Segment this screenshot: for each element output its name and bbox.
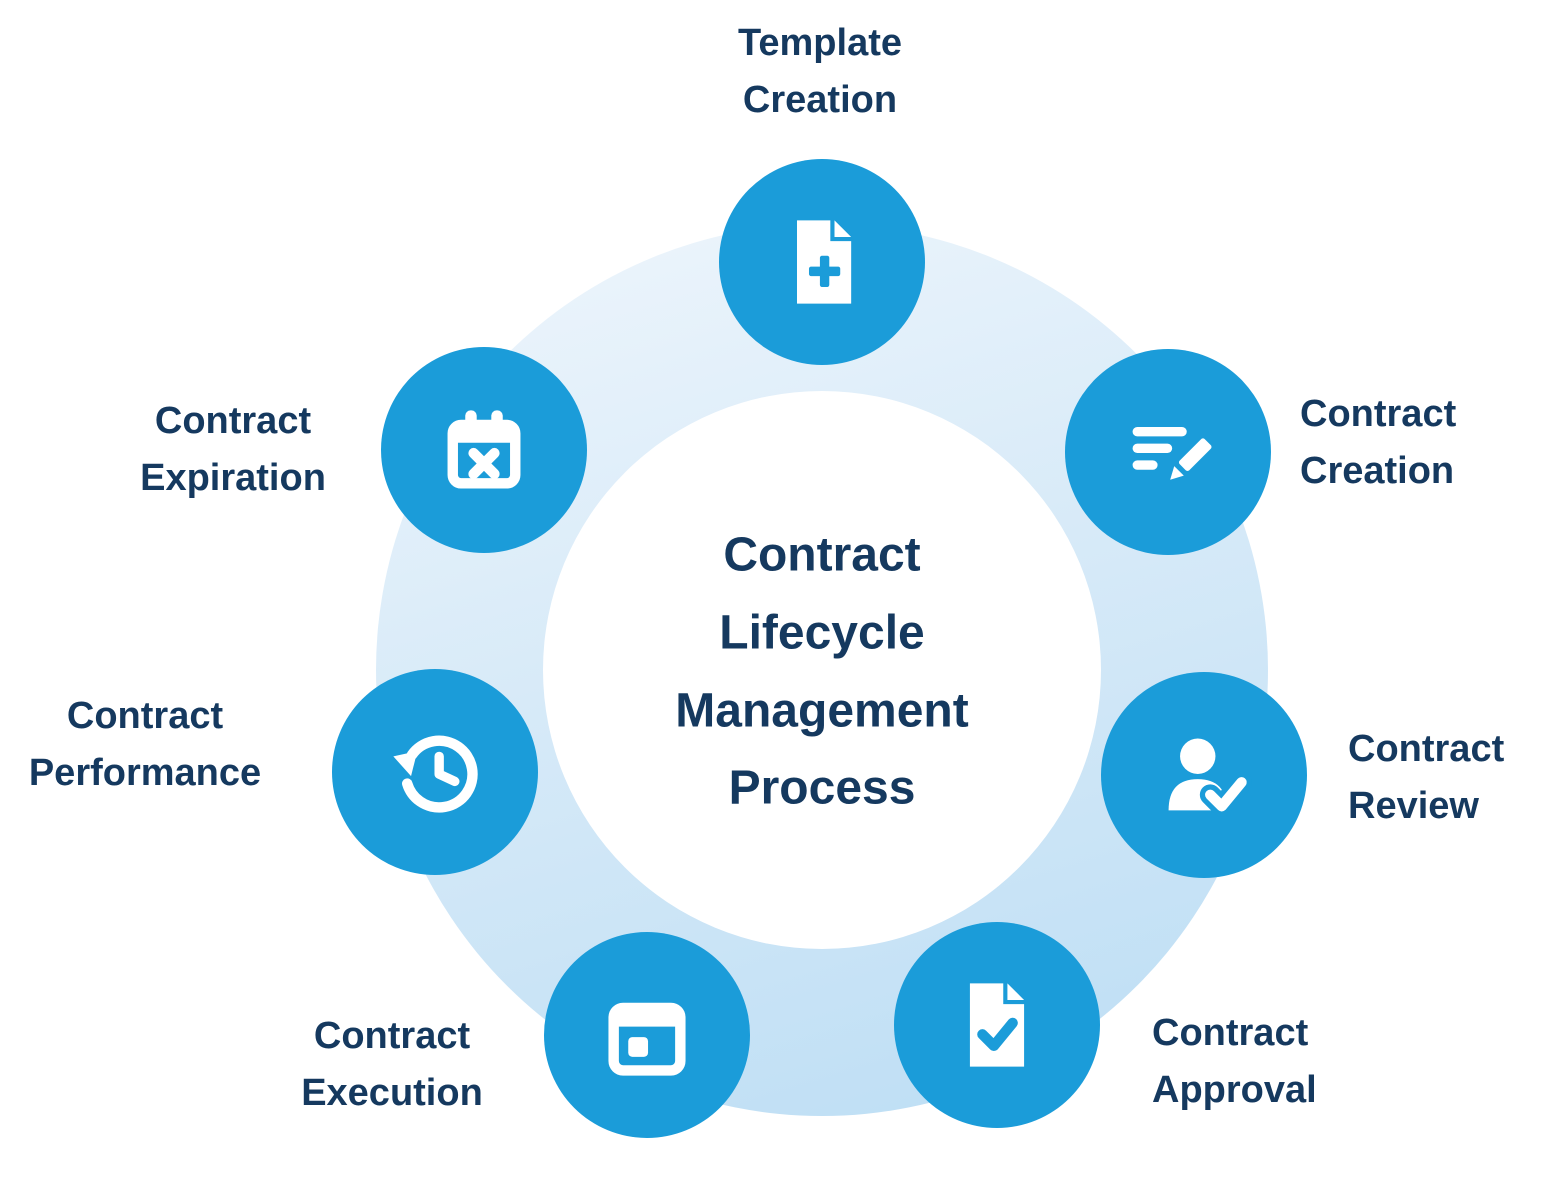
document-check-icon (969, 983, 1025, 1067)
label-contract-execution: Contract Execution (301, 1015, 483, 1114)
label-contract-performance: Contract Performance (28, 695, 262, 794)
history-clock-icon (393, 735, 478, 813)
document-plus-icon (797, 220, 852, 304)
node-contract-approval (894, 922, 1100, 1128)
label-template-creation: Template Creation (737, 22, 903, 121)
diagram-center-title: Contract Lifecycle Management Process (675, 528, 969, 815)
label-contract-approval: Contract Approval (1152, 1012, 1317, 1111)
list-pencil-icon (1132, 427, 1212, 480)
node-contract-execution (544, 932, 750, 1138)
label-contract-review: Contract Review (1348, 728, 1505, 827)
node-contract-expiration (381, 347, 587, 553)
person-check-icon (1168, 738, 1252, 817)
lifecycle-ring-hole (543, 391, 1101, 949)
label-contract-creation: Contract Creation (1300, 393, 1457, 492)
calendar-x-icon (447, 410, 521, 489)
node-contract-performance (332, 669, 538, 875)
node-template-creation (719, 159, 925, 365)
label-contract-expiration: Contract Expiration (140, 400, 326, 499)
node-contract-creation (1065, 349, 1271, 555)
node-contract-review (1101, 672, 1307, 878)
calendar-icon (608, 1002, 686, 1076)
